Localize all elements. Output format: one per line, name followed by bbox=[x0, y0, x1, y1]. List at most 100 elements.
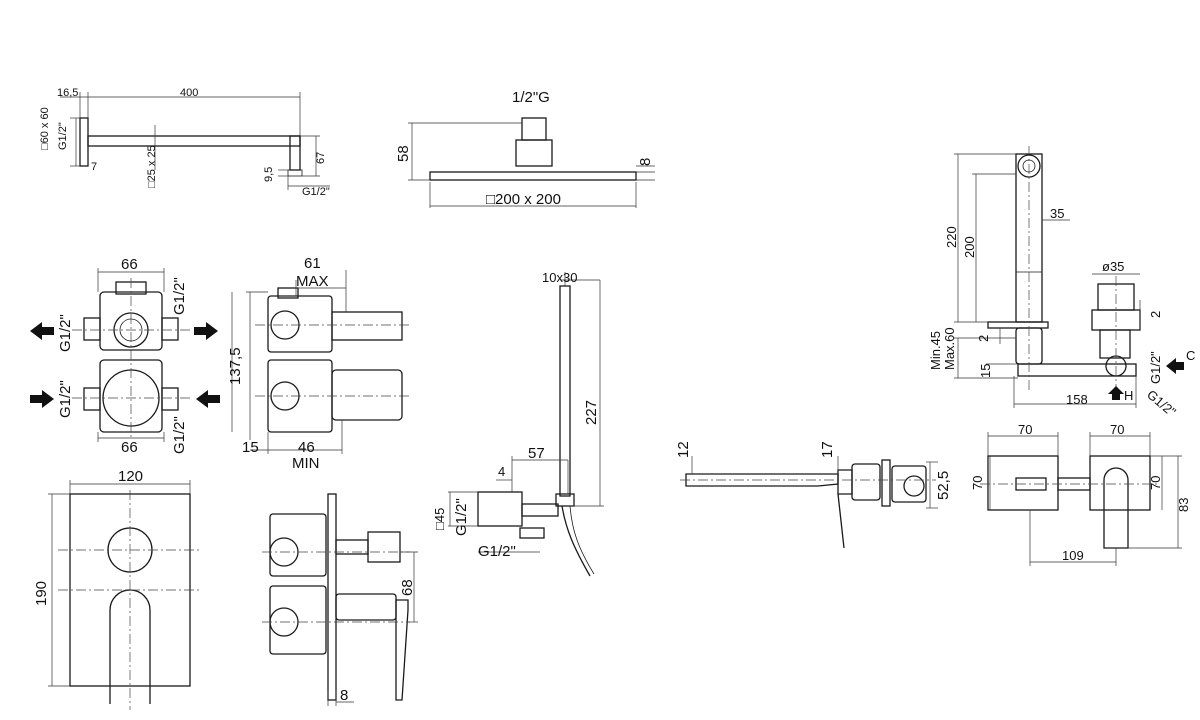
head-dim-thread: 1/2"G bbox=[512, 89, 550, 106]
mixer-dim-68: 68 bbox=[399, 579, 416, 596]
basin-dim-2-a: 2 bbox=[1148, 311, 1163, 318]
inlet-left-lower-arrow-icon bbox=[30, 390, 54, 408]
basin-mixer-drawing: 220 200 35 ø35 2 2 Min.45 Max.60 15 158 … bbox=[928, 146, 1195, 420]
hand-dim-57: 57 bbox=[528, 445, 545, 462]
mixer-lever-side bbox=[395, 599, 409, 701]
basin-dim-158: 158 bbox=[1066, 392, 1088, 407]
spout-body bbox=[685, 473, 839, 487]
head-dim-8: 8 bbox=[637, 158, 654, 166]
side-upper-cartridge bbox=[331, 311, 403, 341]
arm-dim-g12-bottom: G1/2" bbox=[302, 186, 330, 198]
arm-dim-60x60: □60 x 60 bbox=[39, 107, 51, 150]
arm-wall-flange bbox=[79, 117, 89, 167]
arm-dim-g12-left: G1/2" bbox=[57, 122, 69, 150]
top-dim-70-a: 70 bbox=[1018, 422, 1032, 437]
head-dim-58: 58 bbox=[395, 145, 412, 162]
valve-left-lower-stub bbox=[83, 387, 101, 411]
side-dim-min: MIN bbox=[292, 455, 320, 472]
basin-label-c: C bbox=[1186, 348, 1195, 363]
basin-dim-2-b: 2 bbox=[976, 335, 991, 342]
arm-dim-7: 7 bbox=[91, 161, 97, 173]
spout-valve-body bbox=[851, 463, 881, 501]
spout-port bbox=[903, 475, 925, 497]
valve-left-upper-stub bbox=[83, 317, 101, 341]
mixer-lower-body-out bbox=[335, 593, 397, 621]
side-upper-body bbox=[267, 295, 333, 353]
top-dim-70-left: 70 bbox=[970, 476, 985, 490]
spout-side-drawing: 12 17 52,5 bbox=[675, 441, 952, 549]
outlet-left-upper-arrow-icon bbox=[30, 322, 54, 340]
hand-dim-45: □45 bbox=[432, 508, 447, 530]
inlet-right-lower-arrow-icon bbox=[196, 390, 220, 408]
spout-dim-17: 17 bbox=[819, 441, 836, 458]
mixer-side-drawing: 68 8 bbox=[262, 493, 418, 706]
valve-dim-g12-tl: G1/2" bbox=[57, 314, 74, 352]
basin-dim-min45: Min.45 bbox=[928, 331, 943, 370]
basin-dim-dia35: ø35 bbox=[1102, 259, 1124, 274]
wall-outlet-block bbox=[477, 491, 523, 527]
head-dim-size: □200 x 200 bbox=[486, 191, 561, 208]
basin-dim-200: 200 bbox=[962, 236, 977, 258]
hand-shower-drawing: 10x30 227 57 4 □45 G1/2" G1/2" bbox=[432, 270, 604, 577]
head-connector bbox=[521, 117, 547, 141]
hand-dim-g12-h: G1/2" bbox=[478, 543, 516, 560]
basin-dim-g12-c: G1/2" bbox=[1148, 351, 1163, 384]
head-plate bbox=[429, 171, 637, 181]
spout-dim-52-5: 52,5 bbox=[935, 471, 952, 500]
hand-shower-base bbox=[555, 493, 575, 507]
arm-drop bbox=[289, 135, 301, 171]
basin-deck-flange bbox=[987, 321, 1049, 329]
valve-side-drawing: 61 MAX 15 46 MIN bbox=[242, 255, 410, 472]
basin-cold-inlet-arrow-icon bbox=[1166, 358, 1184, 374]
hand-dim-g12-v: G1/2" bbox=[453, 498, 470, 536]
arm-dim-400: 400 bbox=[180, 87, 198, 99]
valve-dim-g12-br: G1/2" bbox=[171, 416, 188, 454]
spout-dim-12: 12 bbox=[675, 441, 692, 458]
basin-dim-max60: Max.60 bbox=[942, 327, 957, 370]
basin-dim-g12-h: G1/2" bbox=[1144, 387, 1179, 420]
arm-dim-67: 67 bbox=[315, 152, 327, 164]
valve-dim-66-top: 66 bbox=[121, 256, 138, 273]
top-dim-70-b: 70 bbox=[1110, 422, 1124, 437]
hand-shower-body bbox=[559, 285, 571, 497]
plate-dim-190: 190 bbox=[33, 581, 50, 606]
side-dim-46: 46 bbox=[298, 439, 315, 456]
hand-dim-4: 4 bbox=[498, 464, 505, 479]
arm-dim-25x25: □25 x 25 bbox=[146, 145, 158, 188]
shower-head-drawing: 1/2"G 58 8 □200 x 200 bbox=[395, 89, 655, 208]
hose bbox=[561, 505, 591, 577]
valve-right-upper-stub bbox=[161, 317, 179, 341]
plate-dim-120: 120 bbox=[118, 468, 143, 485]
top-dim-70-right: 70 bbox=[1148, 476, 1163, 490]
arm-tube bbox=[87, 135, 301, 147]
hand-dim-10x30: 10x30 bbox=[542, 270, 577, 285]
hand-dim-227: 227 bbox=[583, 400, 600, 425]
holder-bracket bbox=[521, 503, 559, 517]
basin-dim-220: 220 bbox=[944, 226, 959, 248]
spout-lever-top bbox=[1103, 467, 1129, 549]
mixer-upper-knob bbox=[367, 531, 401, 563]
basin-hot-inlet-arrow-icon bbox=[1108, 386, 1124, 400]
side-dim-max: MAX bbox=[296, 273, 329, 290]
valve-front-drawing: 66 66 G1/2" G1/2" G1/2" G1/2" 137,5 bbox=[30, 256, 244, 456]
side-dim-61: 61 bbox=[304, 255, 321, 272]
side-lower-cartridge bbox=[331, 369, 403, 421]
spout-plate-left bbox=[987, 455, 1059, 511]
valve-dim-66-bottom: 66 bbox=[121, 439, 138, 456]
spout-plate-right bbox=[1089, 455, 1151, 511]
top-dim-109: 109 bbox=[1062, 548, 1084, 563]
cover-plate-drawing: 120 190 bbox=[33, 468, 202, 710]
spout-rosette bbox=[837, 469, 853, 495]
mixer-wall-plate bbox=[327, 493, 337, 701]
basin-connection-pipe bbox=[1017, 363, 1137, 377]
head-neck bbox=[515, 139, 553, 167]
basin-label-h: H bbox=[1124, 388, 1133, 403]
spout-top-drawing: 70 70 70 70 83 109 bbox=[970, 422, 1191, 566]
side-dim-15: 15 bbox=[242, 439, 259, 456]
outlet-right-upper-arrow-icon bbox=[194, 322, 218, 340]
arm-dim-9-5: 9,5 bbox=[263, 167, 275, 182]
valve-dim-g12-bl: G1/2" bbox=[57, 380, 74, 418]
mixer-dim-8: 8 bbox=[340, 687, 348, 704]
